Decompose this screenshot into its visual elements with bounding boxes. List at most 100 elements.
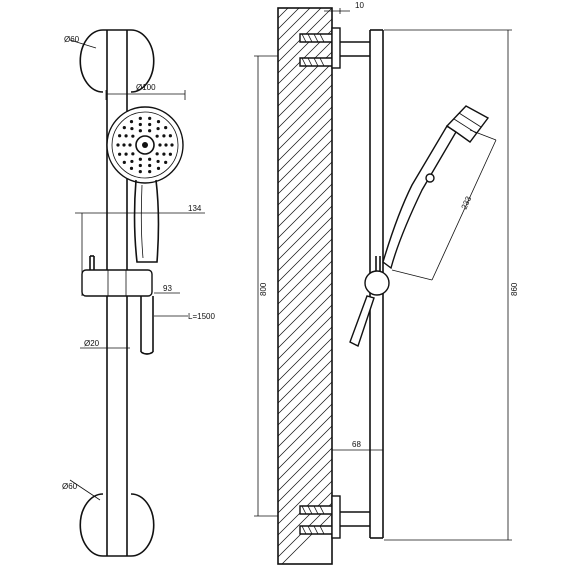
wall-hatch-line bbox=[278, 315, 332, 371]
wall-hatch-line bbox=[278, 8, 300, 30]
wall-hatch-line bbox=[281, 513, 332, 564]
wall-hatch-line bbox=[278, 106, 332, 162]
nozzle-dot bbox=[168, 134, 172, 138]
dim-bar-diameter: Ø20 bbox=[84, 339, 100, 348]
nozzle-dot bbox=[129, 166, 134, 170]
wall-hatch-line bbox=[278, 205, 332, 261]
wall-hatch-line bbox=[278, 172, 332, 228]
nozzle-dot bbox=[148, 129, 152, 133]
wall-hatch-line bbox=[278, 414, 332, 470]
wall-hatch-line bbox=[278, 425, 332, 481]
nozzle-dot bbox=[148, 163, 152, 168]
wall-hatch-line bbox=[278, 403, 332, 459]
wall-hatch-line bbox=[278, 117, 332, 173]
wall-hatch-line bbox=[278, 139, 332, 195]
wall-hatch-line bbox=[278, 8, 322, 52]
nozzle-dot bbox=[148, 157, 152, 161]
wall-hatch-line bbox=[278, 238, 332, 294]
dim-bracket-bottom: Ø60 bbox=[62, 482, 78, 491]
wall-hatch-line bbox=[278, 227, 332, 283]
nozzle-dot bbox=[156, 166, 161, 170]
wall-hatch-line bbox=[278, 392, 332, 448]
wall-hatch-line bbox=[278, 337, 332, 393]
wall-section bbox=[277, 0, 333, 565]
nozzle-dot bbox=[118, 152, 122, 156]
nozzle-dot bbox=[128, 143, 132, 147]
nozzle-dot bbox=[122, 126, 126, 130]
nozzle-dot bbox=[138, 163, 142, 168]
wall-hatch-line bbox=[278, 18, 332, 74]
nozzle-dot bbox=[164, 143, 168, 147]
handset-holder bbox=[81, 255, 153, 297]
dim-bar-length: 800 bbox=[259, 282, 268, 296]
nozzle-dot bbox=[164, 160, 168, 164]
spray-nozzles bbox=[116, 116, 174, 174]
wall-hatch-line bbox=[278, 8, 311, 41]
nozzle-dot bbox=[129, 120, 134, 124]
nozzle-dot bbox=[164, 126, 168, 130]
nozzle-dot bbox=[156, 126, 160, 131]
nozzle-dot bbox=[122, 160, 126, 164]
nozzle-dot bbox=[138, 157, 142, 161]
side-view: 10 800 233 860 68 bbox=[254, 0, 519, 565]
dim-bracket-top: Ø60 bbox=[64, 35, 80, 44]
nozzle-dot bbox=[138, 129, 142, 133]
wall-hatch-line bbox=[278, 161, 332, 217]
nozzle-dot bbox=[138, 116, 142, 121]
wall-hatch-line bbox=[278, 73, 332, 129]
nozzle-dot bbox=[138, 122, 142, 127]
wall-hatch-line bbox=[278, 8, 289, 19]
wall-hatch-line bbox=[278, 458, 332, 514]
hose bbox=[140, 296, 154, 355]
wall-hatch-line bbox=[278, 0, 332, 7]
wall-hatch-line bbox=[278, 216, 332, 272]
nozzle-dot bbox=[138, 169, 142, 174]
dim-holder-offset: 93 bbox=[163, 284, 172, 293]
wall-hatch-line bbox=[278, 194, 332, 250]
nozzle-dot bbox=[122, 143, 126, 147]
nozzle-dot bbox=[156, 159, 160, 164]
wall-hatch-line bbox=[278, 260, 332, 316]
dim-head-length: 134 bbox=[188, 204, 202, 213]
wall-hatch-line bbox=[278, 293, 332, 349]
nozzle-dot bbox=[148, 116, 152, 121]
nozzle-dot bbox=[156, 120, 161, 124]
wall-anchors bbox=[299, 33, 333, 535]
side-handset bbox=[382, 105, 490, 270]
wall-hatch-line bbox=[278, 128, 332, 184]
wall-hatch-line bbox=[278, 348, 332, 404]
nozzle-dot bbox=[162, 152, 166, 156]
wall-hatch-line bbox=[278, 370, 332, 426]
wall-hatch-line bbox=[278, 469, 332, 525]
nozzle-dot bbox=[155, 134, 159, 138]
nozzle-dot bbox=[124, 134, 128, 138]
nozzle-dot bbox=[170, 143, 174, 147]
nozzle-dot bbox=[168, 152, 172, 156]
dim-head-diameter: Ø100 bbox=[136, 83, 156, 92]
nozzle-dot bbox=[116, 143, 120, 147]
wall-hatch-line bbox=[278, 271, 332, 327]
wall-flanges bbox=[331, 27, 370, 539]
wall-hatch-line bbox=[278, 491, 332, 547]
nozzle-dot bbox=[131, 152, 135, 156]
nozzle-dot bbox=[148, 122, 152, 127]
nozzle-dot bbox=[118, 134, 122, 138]
dim-wall-offset: 68 bbox=[352, 440, 361, 449]
wall-hatch-line bbox=[278, 359, 332, 415]
dim-handset-length: 233 bbox=[460, 194, 474, 210]
wall-hatch-line bbox=[278, 84, 332, 140]
wall-hatch-line bbox=[278, 304, 332, 360]
wall-hatch-line bbox=[278, 282, 332, 338]
side-holder bbox=[349, 256, 390, 347]
wall-hatch-line bbox=[278, 436, 332, 492]
wall-hatch-line bbox=[278, 95, 332, 151]
side-dimensions bbox=[254, 8, 512, 541]
nozzle-dot bbox=[124, 152, 128, 156]
nozzle-dot bbox=[158, 143, 162, 147]
nozzle-dot bbox=[130, 159, 134, 164]
front-view: Ø60 Ø100 134 93 L=1500 Ø20 Ø60 bbox=[62, 29, 215, 557]
wall-hatch-line bbox=[278, 40, 332, 96]
front-dimensions bbox=[69, 39, 205, 501]
